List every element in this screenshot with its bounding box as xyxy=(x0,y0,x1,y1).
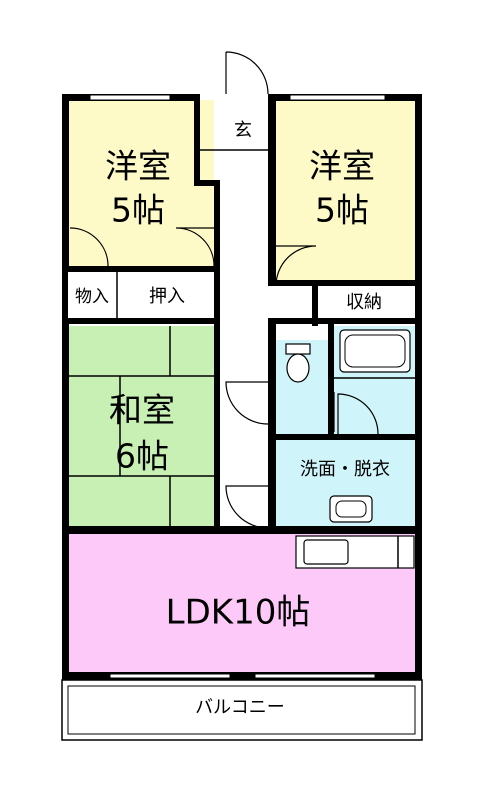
wall-room2-bottom xyxy=(268,280,422,286)
washroom-label: 洗面・脱衣 xyxy=(300,459,390,480)
window-top-left xyxy=(89,94,171,101)
window-ldk-1 xyxy=(109,673,231,679)
western-room-2-label-1: 洋室 xyxy=(309,147,375,186)
room1-door xyxy=(175,227,215,267)
closet-label: 押入 xyxy=(149,286,185,307)
wall-storage-right xyxy=(214,266,220,326)
balcony-inner-line xyxy=(67,685,416,735)
wall-ldk-top xyxy=(62,526,422,534)
wall-corridor-right xyxy=(268,94,276,284)
western-room-1-label-1: 洋室 xyxy=(105,147,171,186)
wall-bottom xyxy=(62,672,422,680)
washbasin-inner xyxy=(335,500,367,518)
wall-entrance-left xyxy=(194,94,200,184)
wall-right xyxy=(415,94,422,680)
storage-door xyxy=(69,227,109,267)
storage-right-box xyxy=(316,286,415,320)
western-room-2-fill xyxy=(276,100,415,282)
wall-room1-bottom xyxy=(62,266,220,272)
kitchen-sink xyxy=(303,539,349,565)
wall-toilet-right xyxy=(328,324,334,436)
western-room-1-fill xyxy=(68,100,214,270)
wall-left xyxy=(62,94,69,680)
wall-storage-bottom xyxy=(62,318,220,324)
corridor-door-1 xyxy=(225,381,269,425)
japanese-room-label-1: 和室 xyxy=(109,391,175,430)
toilet-tank xyxy=(285,343,311,355)
western-room-2-label-2: 5帖 xyxy=(315,191,369,230)
toilet-fill xyxy=(276,340,333,434)
western-room-1-label-2: 5帖 xyxy=(111,191,165,230)
storage-small-label: 物入 xyxy=(75,287,109,307)
entrance-label: 玄 xyxy=(234,120,252,141)
balcony-label: バルコニー xyxy=(195,697,285,718)
ldk-label: LDK10帖 xyxy=(166,593,311,633)
corridor-door-2 xyxy=(225,485,269,529)
room2-door xyxy=(275,245,317,287)
storage-row xyxy=(68,272,218,320)
window-top-right xyxy=(289,94,386,101)
wall-room1-right xyxy=(214,180,220,272)
toilet-bowl xyxy=(286,353,310,383)
storage-label: 収納 xyxy=(346,292,382,313)
entrance-door xyxy=(225,51,269,95)
wall-wet-left xyxy=(268,318,276,534)
balcony-outline xyxy=(61,679,423,741)
bath-door xyxy=(337,393,379,435)
wall-wet-middle xyxy=(268,434,422,440)
wall-storage-right-left xyxy=(312,284,318,326)
wall-room1-right-jog xyxy=(194,180,220,186)
japanese-room-label-2: 6帖 xyxy=(115,437,169,476)
bathtub-inner xyxy=(344,334,406,368)
japanese-room-fill xyxy=(68,326,217,528)
wall-japanese-right xyxy=(214,324,220,534)
wall-storage-right-bottom xyxy=(268,318,422,324)
window-ldk-2 xyxy=(254,673,376,679)
